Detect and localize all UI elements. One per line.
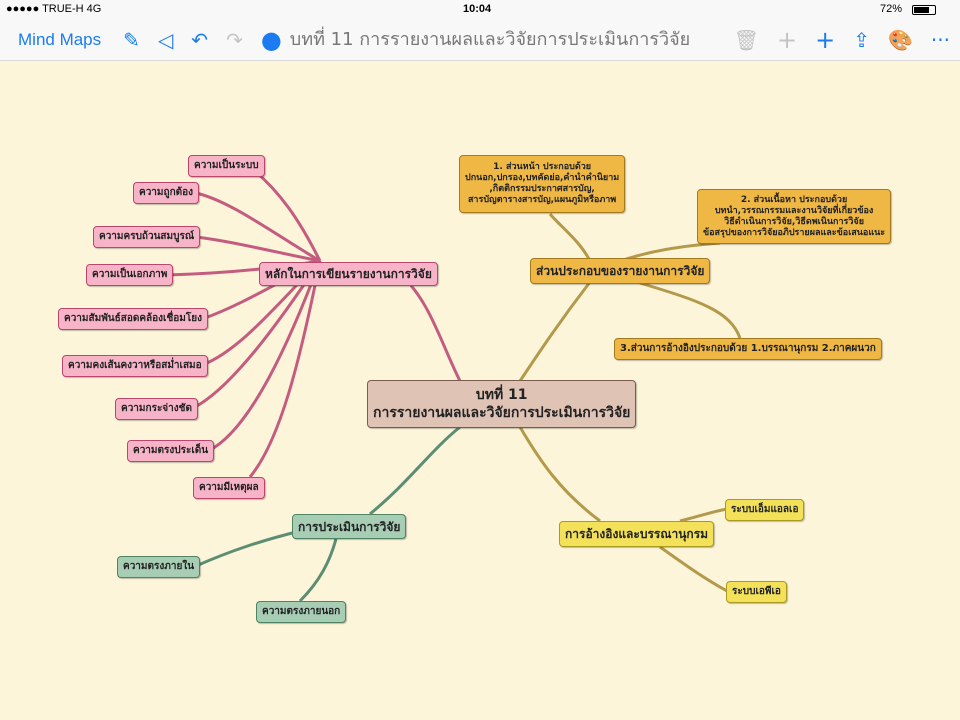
component-reference[interactable]: 3.ส่วนการอ้างอิงประกอบด้วย 1.บรรณานุกรม … [614,338,882,360]
add-child-icon[interactable]: + [815,26,836,54]
component-front[interactable]: 1. ส่วนหน้า ประกอบด้วย ปกนอก,ปกรอง,บทคัด… [459,155,626,213]
document-icon: ● [260,26,282,54]
battery-percent: 72% [880,3,903,15]
principle-item[interactable]: ความครบถ้วนสมบูรณ์ [93,226,201,248]
status-bar: ●●●●● TRUE-H 4G 10:04 72% [0,0,960,20]
battery-icon [912,5,936,15]
evaluation-item[interactable]: ความตรงภายนอก [256,601,347,623]
principle-item[interactable]: ความเป็นเอกภาพ [86,264,174,286]
share-icon[interactable]: ⇪ [853,28,871,52]
document-title: บทที่ 11 การรายงานผลและวิจัยการประเมินกา… [289,29,691,50]
mind-maps-back-button[interactable]: Mind Maps [18,30,102,49]
principle-item[interactable]: ความถูกต้อง [133,182,200,204]
redo-icon[interactable]: ↷ [226,28,243,52]
clock: 10:04 [463,3,492,15]
principle-item[interactable]: ความตรงประเด็น [127,440,215,462]
principle-item[interactable]: ความกระจ่างชัด [115,398,198,420]
add-icon[interactable]: + [777,26,798,54]
components-node[interactable]: ส่วนประกอบของรายงานการวิจัย [530,258,711,284]
citation-item[interactable]: ระบบเอ็มแอลเอ [725,499,805,521]
carrier: ●●●●● TRUE-H 4G [6,3,102,15]
principle-item[interactable]: ความมีเหตุผล [193,477,265,499]
mind-map-canvas[interactable]: บทที่ 11 การรายงานผลและวิจัยการประเมินกา… [0,61,960,720]
edit-icon[interactable]: ✎ [123,28,140,52]
principle-item[interactable]: ความสัมพันธ์สอดคล้องเชื่อมโยง [58,308,208,330]
collapse-left-icon[interactable]: ◁ [157,28,174,52]
principle-item[interactable]: ความคงเส้นคงวาหรือสม่ำเสมอ [62,355,208,377]
evaluation-node[interactable]: การประเมินการวิจัย [292,514,407,539]
evaluation-item[interactable]: ความตรงภายใน [117,556,201,578]
style-palette-icon[interactable]: 🎨 [888,28,913,52]
principles-node[interactable]: หลักในการเขียนรายงานการวิจัย [259,262,438,286]
undo-icon[interactable]: ↶ [191,28,209,52]
more-icon[interactable]: ··· [930,28,950,52]
toolbar: Mind Maps ✎ ◁ ↶ ↷ ● บทที่ 11 การรายงานผล… [0,20,960,61]
trash-icon[interactable]: 🗑 [733,28,760,52]
citation-node[interactable]: การอ้างอิงและบรรณานุกรม [559,521,715,547]
citation-item[interactable]: ระบบเอพีเอ [726,581,787,603]
principle-item[interactable]: ความเป็นระบบ [188,155,265,177]
component-body[interactable]: 2. ส่วนเนื้อหา ประกอบด้วย บทนำ,วรรณกรรมแ… [697,189,892,244]
root-node[interactable]: บทที่ 11 การรายงานผลและวิจัยการประเมินกา… [367,380,637,428]
